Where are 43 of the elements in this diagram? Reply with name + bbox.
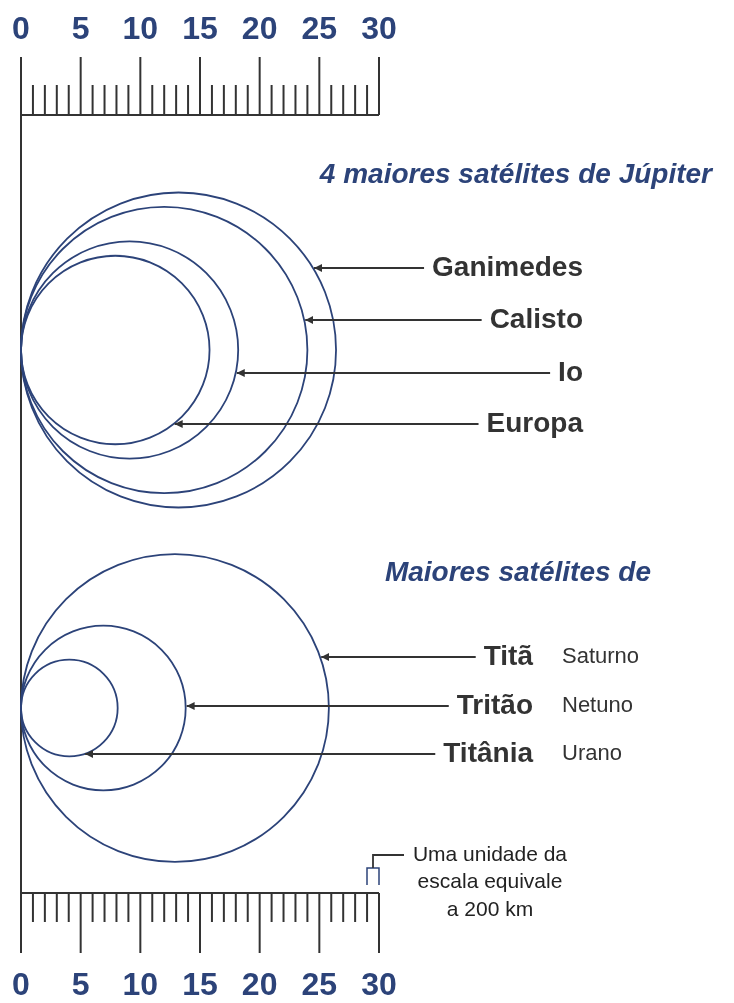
scale-number: 15 [182, 12, 218, 44]
section-title: 4 maiores satélites de Júpiter [319, 160, 712, 188]
scale-number: 10 [122, 12, 159, 44]
satellite-name: Io [558, 358, 583, 386]
scale-number: 10 [122, 968, 159, 1000]
scale-number: 0 [12, 968, 30, 1000]
satellite-name: Calisto [489, 305, 583, 333]
scale-number: 20 [241, 12, 278, 44]
scale-number: 20 [241, 968, 278, 1000]
section-title: Maiores satélites de [384, 558, 651, 586]
leader-line [372, 854, 405, 869]
planet-name: Netuno [562, 694, 633, 716]
satellite-circle [20, 624, 187, 792]
satellite-name: Titã [483, 642, 533, 670]
scale-number: 25 [301, 12, 338, 44]
arrow [313, 264, 425, 272]
satellite-circle [20, 205, 309, 495]
arrow [173, 420, 480, 428]
satellite-name: Titânia [443, 739, 533, 767]
planet-name: Urano [562, 742, 622, 764]
scale-note: Uma unidade da escala equivale a 200 km [410, 840, 570, 922]
arrow [320, 653, 477, 661]
planet-name: Saturno [562, 645, 640, 667]
satellite-circle [20, 553, 330, 863]
satellite-circle [20, 254, 211, 446]
satellite-name: Ganimedes [432, 253, 583, 281]
satellite-circle [20, 658, 119, 758]
scale-number: 30 [361, 12, 397, 44]
satellite-name: Europa [486, 409, 583, 437]
arrow [185, 702, 450, 710]
scale-number: 15 [182, 968, 218, 1000]
scale-number: 25 [301, 968, 338, 1000]
scale-number: 30 [361, 968, 397, 1000]
arrow [304, 316, 483, 324]
arrow [235, 369, 551, 377]
arrow [84, 750, 437, 758]
scale-number: 0 [12, 12, 30, 44]
scale-number: 5 [71, 12, 90, 44]
scale-number: 5 [71, 968, 90, 1000]
satellite-circle [20, 240, 240, 460]
satellite-name: Tritão [456, 691, 533, 719]
scale-unit-bracket [366, 867, 380, 886]
satellite-circle [20, 191, 337, 509]
